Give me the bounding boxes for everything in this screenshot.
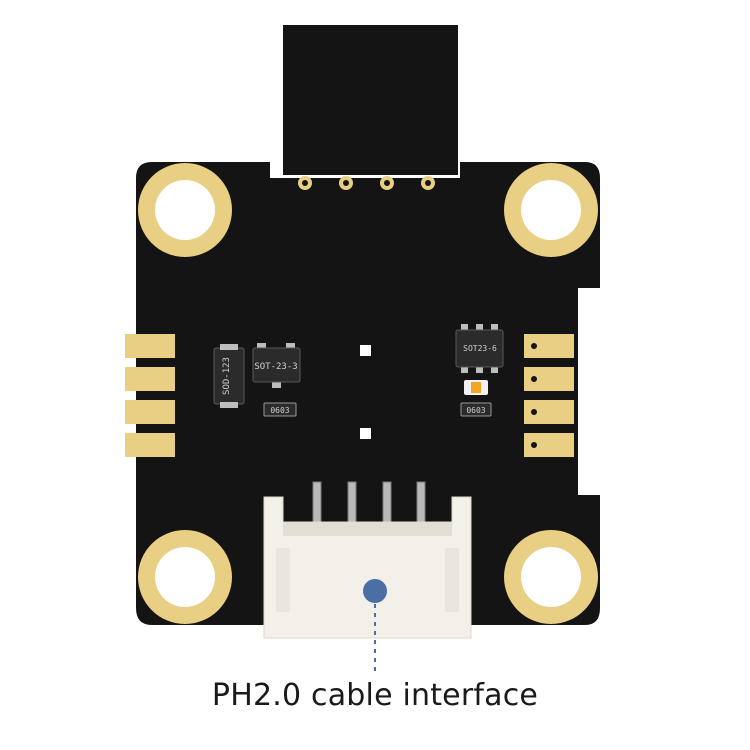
mounting-hole-top-left	[138, 163, 232, 257]
ic-label: SOT23-6	[463, 344, 497, 353]
led-orange	[464, 380, 488, 395]
mounting-hole-top-right	[504, 163, 598, 257]
caption-label: PH2.0 cable interface	[211, 678, 539, 713]
top-cable-housing	[283, 25, 458, 175]
test-point-lower	[360, 428, 371, 439]
diode-sod123: SOD-123	[213, 344, 245, 408]
pcb-board	[136, 162, 600, 625]
test-point-upper	[360, 345, 371, 356]
mounting-hole-bottom-left	[138, 530, 232, 624]
transistor-sot23: SOT-23-3	[252, 343, 301, 388]
ic-body: SOT23-6	[455, 329, 504, 368]
header-pins-top	[298, 176, 435, 190]
right-edge-contacts	[524, 334, 574, 457]
resistor-left-label: 0603	[270, 406, 289, 415]
resistor-right: 0603	[460, 402, 492, 417]
left-edge-contacts	[125, 334, 175, 457]
resistor-right-label: 0603	[466, 406, 485, 415]
resistor-left: 0603	[263, 402, 297, 417]
interface-marker-dot	[363, 579, 387, 603]
connector-pins	[312, 481, 426, 528]
mounting-hole-bottom-right	[504, 530, 598, 624]
transistor-label: SOT-23-3	[254, 362, 297, 372]
diode-label: SOD-123	[222, 357, 232, 395]
ic-sot23-6	[461, 324, 498, 373]
ph2-connector-housing	[263, 496, 472, 639]
